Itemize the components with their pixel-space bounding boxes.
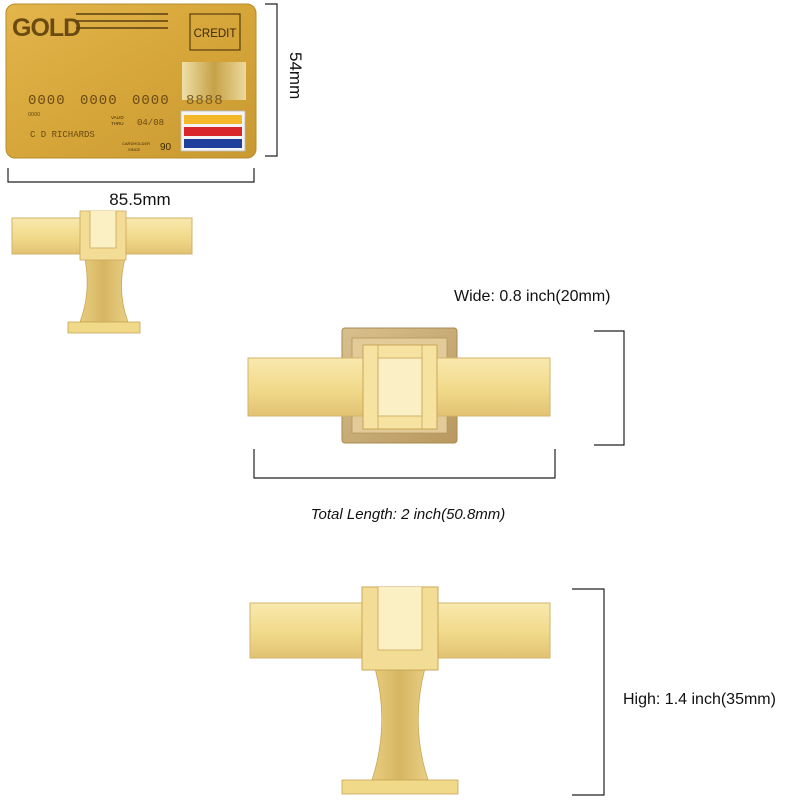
- knob-top-view: [247, 327, 551, 444]
- card-stripes: [180, 110, 246, 152]
- stripe-blue: [184, 139, 242, 148]
- knob-front-view: [249, 586, 551, 795]
- stripe-yellow: [184, 115, 242, 124]
- card-width-label: 85.5mm: [109, 190, 170, 209]
- high-label: High: 1.4 inch(35mm): [623, 691, 776, 708]
- svg-text:8888: 8888: [186, 93, 224, 109]
- high-dimension: [572, 588, 605, 796]
- card-brand-lines: [76, 13, 168, 29]
- credit-card: GOLD CREDIT 0000 0000 0000 8888 0000 VAL…: [5, 3, 257, 159]
- card-valid-label-1: VALID: [111, 115, 124, 120]
- card-height-label: 54mm: [286, 52, 305, 99]
- card-type-box: [189, 13, 241, 51]
- card-small-number: 0000: [28, 112, 40, 118]
- wide-dimension: [594, 330, 625, 446]
- card-holder: C D RICHARDS: [30, 130, 95, 140]
- card-brand: GOLD: [12, 14, 80, 42]
- card-since-label-2: SINCE: [128, 147, 141, 152]
- knob-small-side-view: [11, 210, 193, 334]
- svg-text:0000: 0000: [132, 93, 170, 109]
- card-expiry: 04/08: [137, 118, 164, 128]
- card-since-year: 90: [160, 142, 172, 153]
- card-hologram: [182, 62, 246, 100]
- card-since-label-1: CARDHOLDER: [122, 141, 150, 146]
- card-type: CREDIT: [194, 28, 237, 40]
- card-valid-label-2: THRU: [111, 121, 124, 126]
- total-length-dimension: [253, 449, 556, 479]
- wide-label: Wide: 0.8 inch(20mm): [454, 288, 611, 305]
- svg-text:0000: 0000: [80, 93, 118, 109]
- total-length-label: Total Length: 2 inch(50.8mm): [311, 506, 506, 523]
- card-height-dimension: [265, 3, 278, 157]
- stripe-red: [184, 127, 242, 136]
- svg-text:0000: 0000: [28, 93, 66, 109]
- card-number: 0000 0000 0000 8888: [28, 93, 224, 109]
- card-width-dimension: [7, 168, 255, 183]
